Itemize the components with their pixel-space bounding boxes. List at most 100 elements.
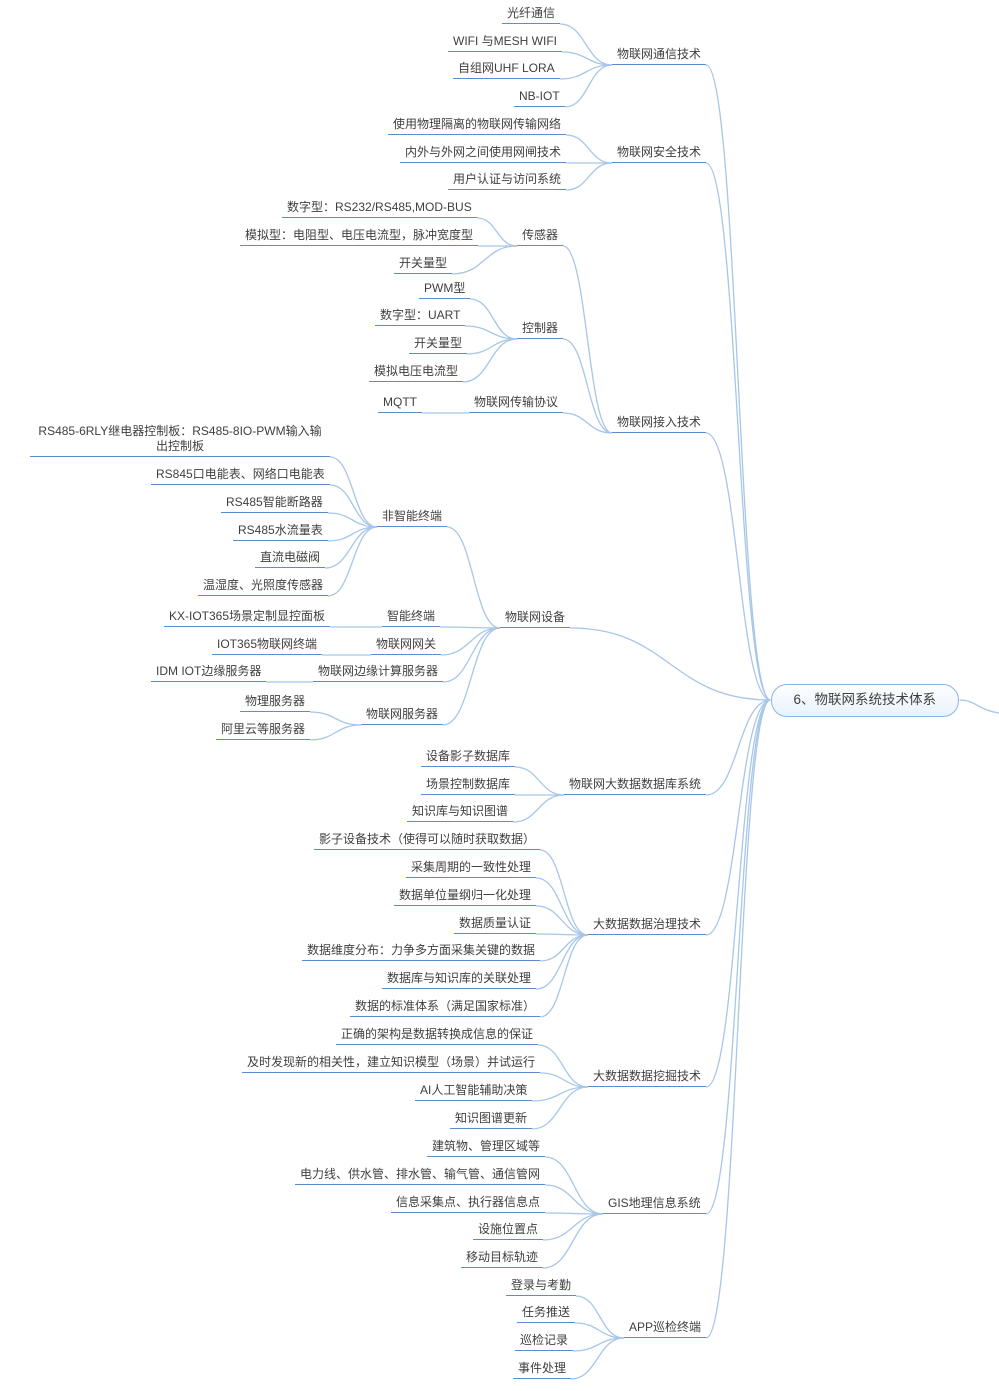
mindmap-node[interactable]: GIS地理信息系统 [603, 1195, 706, 1214]
connector-line [462, 338, 518, 383]
mindmap-node[interactable]: 物理服务器 [240, 693, 311, 712]
mindmap-node[interactable]: IOT365物联网终端 [212, 636, 323, 655]
mindmap-node[interactable]: 物联网大数据数据库系统 [564, 776, 707, 795]
mindmap-node[interactable]: 及时发现新的相关性，建立知识模型（场景）并试运行 [242, 1054, 541, 1073]
connector-line [539, 849, 589, 936]
mindmap-node[interactable]: 大数据数据挖掘技术 [588, 1068, 707, 1087]
mindmap-root-node[interactable]: 6、物联网系统技术体系 [770, 683, 960, 717]
mindmap-node[interactable]: 数字型：RS232/RS485,MOD-BUS [282, 199, 477, 218]
mindmap-node[interactable]: 物联网边缘计算服务器 [313, 663, 444, 682]
connector-line [562, 245, 613, 434]
mindmap-node[interactable]: 控制器 [517, 320, 564, 339]
mindmap-node[interactable]: NB-IOT [514, 88, 565, 107]
mindmap-node[interactable]: 信息采集点、执行器信息点 [391, 1194, 546, 1213]
mindmap-node[interactable]: 使用物理隔离的物联网传输网络 [388, 116, 567, 135]
connector-line [476, 217, 518, 247]
mindmap-node[interactable]: 知识库与知识图谱 [407, 803, 514, 822]
mindmap-node[interactable]: 光纤通信 [502, 5, 561, 24]
mindmap-node[interactable]: AI人工智能辅助决策 [415, 1082, 533, 1101]
mindmap-node[interactable]: 设备影子数据库 [421, 748, 516, 767]
connector-line [327, 526, 378, 597]
mindmap-node[interactable]: 数据单位量纲归一化处理 [394, 887, 537, 906]
connector-line [564, 64, 613, 108]
connector-line [531, 1086, 589, 1130]
mindmap-node[interactable]: 建筑物、管理区域等 [427, 1138, 546, 1157]
connector-line [705, 699, 771, 936]
mindmap-node[interactable]: WIFI 与MESH WIFI [448, 33, 562, 52]
mindmap-node[interactable]: 数据维度分布：力争多方面采集关键的数据 [302, 942, 541, 961]
connector-line [574, 1322, 625, 1339]
mindmap-node[interactable]: 电力线、供水管、排水管、输气管、通信管网 [295, 1166, 546, 1185]
mindmap-node[interactable]: IDM IOT边缘服务器 [151, 663, 267, 682]
mindmap-node[interactable]: 物联网传输协议 [469, 394, 564, 413]
mindmap-node[interactable]: 采集周期的一致性处理 [406, 859, 537, 878]
mindmap-node[interactable]: 直流电磁阀 [255, 549, 326, 568]
mindmap-node[interactable]: 大数据数据治理技术 [588, 916, 707, 935]
connector-line [327, 512, 378, 528]
mindmap-node[interactable]: 非智能终端 [377, 508, 448, 527]
connector-line [451, 245, 518, 275]
mindmap-node[interactable]: RS485-6RLY继电器控制板：RS485-8IO-PWM输入输出控制板 [30, 423, 330, 457]
mindmap-node[interactable]: 物联网接入技术 [612, 414, 707, 433]
mindmap-node[interactable]: 场景控制数据库 [421, 776, 516, 795]
connector-line [464, 325, 518, 340]
mindmap-node[interactable]: 开关量型 [394, 255, 453, 274]
mindmap-node[interactable]: 温湿度、光照度传感器 [198, 577, 329, 596]
mindmap-node[interactable]: 传感器 [517, 227, 564, 246]
connector-line [542, 1213, 604, 1241]
mindmap-node[interactable]: PWM型 [419, 280, 471, 299]
mindmap-node[interactable]: 巡检记录 [515, 1332, 574, 1351]
connector-line [512, 794, 565, 823]
mindmap-node[interactable]: KX-IOT365场景定制显控面板 [164, 608, 331, 627]
mindmap-node[interactable]: 移动目标轨迹 [461, 1249, 544, 1268]
connector-line [570, 1337, 625, 1380]
mindmap-node[interactable]: 自组网UHF LORA [453, 60, 560, 79]
connector-line [565, 162, 613, 191]
mindmap-node[interactable]: 数字型：UART [375, 307, 466, 326]
mindmap-node[interactable]: MQTT [378, 394, 422, 413]
mindmap-node[interactable]: 物联网通信技术 [612, 46, 707, 65]
mindmap-node[interactable]: 物联网设备 [500, 609, 571, 628]
mindmap-node[interactable]: 影子设备技术（使得可以随时获取数据） [314, 831, 541, 850]
mindmap-node[interactable]: 智能终端 [382, 608, 441, 627]
connector-line [514, 766, 565, 796]
mindmap-node[interactable]: 知识图谱更新 [450, 1110, 533, 1129]
mindmap-node[interactable]: 数据质量认证 [454, 915, 537, 934]
connector-line [559, 23, 613, 66]
connector-line [324, 526, 378, 569]
mindmap-node[interactable]: 模拟电压电流型 [369, 363, 464, 382]
connector-line [309, 711, 362, 726]
mindmap-node[interactable]: RS485智能断路器 [221, 494, 328, 513]
connector-line [575, 1295, 625, 1339]
mindmap-node[interactable]: 设施位置点 [473, 1221, 544, 1240]
mindmap-node[interactable]: 物联网服务器 [361, 706, 444, 725]
mindmap-node[interactable]: RS485水流量表 [233, 522, 328, 541]
mindmap-node[interactable]: 正确的架构是数据转换成信息的保证 [336, 1026, 539, 1045]
connector-line [562, 412, 613, 434]
mindmap-node[interactable]: 数据的标准体系（满足国家标准） [350, 998, 541, 1017]
connector-line [562, 338, 613, 434]
connector-line [705, 162, 771, 701]
connector-line [329, 484, 378, 528]
connector-line [705, 699, 771, 796]
mindmap-node[interactable]: 物联网网关 [371, 636, 442, 655]
mindmap-node[interactable]: 登录与考勤 [506, 1277, 577, 1296]
connector-line [539, 934, 589, 1018]
connector-line [537, 1044, 589, 1088]
connector-line [535, 905, 589, 936]
mindmap-node[interactable]: 开关量型 [409, 335, 468, 354]
mindmap-node[interactable]: 数据库与知识库的关联处理 [382, 970, 537, 989]
connector-line [559, 64, 613, 80]
mindmap-node[interactable]: RS845口电能表、网络口电能表 [151, 466, 330, 485]
mindmap-node[interactable]: 阿里云等服务器 [216, 721, 311, 740]
mindmap-node[interactable]: 内外与外网之间使用网闸技术 [400, 144, 567, 163]
mindmap-node[interactable]: APP巡检终端 [624, 1319, 707, 1338]
connector-line [544, 1184, 604, 1215]
mindmap-node[interactable]: 物联网安全技术 [612, 144, 707, 163]
mindmap-node[interactable]: 事件处理 [513, 1360, 572, 1379]
mindmap-node[interactable]: 任务推送 [517, 1304, 576, 1323]
mindmap-node[interactable]: 用户认证与访问系统 [448, 171, 567, 190]
connector-line [565, 134, 613, 164]
mindmap-node[interactable]: 模拟型：电阻型、电压电流型，脉冲宽度型 [240, 227, 479, 246]
